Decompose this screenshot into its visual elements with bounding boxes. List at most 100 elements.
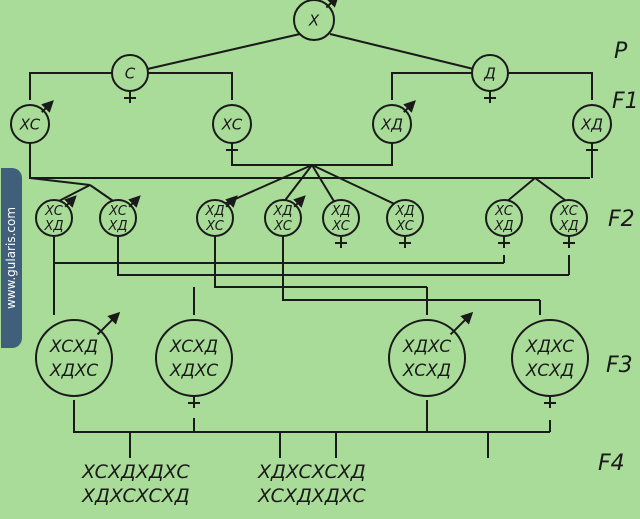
node-label-line-2: XCXД: [402, 361, 451, 381]
connector-line-11: [282, 164, 313, 204]
male-arrow-icon: [403, 100, 416, 113]
male-arrow-icon: [325, 0, 340, 9]
node-label-line-2: XД: [493, 219, 513, 234]
node-label-line-1: XC: [19, 115, 41, 133]
node-f3-1: XCXД XДXC: [35, 311, 121, 397]
connector-line-2: [329, 33, 491, 74]
gen-label-f2: F2: [608, 207, 635, 232]
node-label-line-1: XД: [272, 204, 292, 219]
node-circle: [264, 199, 302, 237]
node-f3-3: XДXC XCXД: [388, 311, 474, 397]
f4-right-genotypes: XДXCXCXД XCXДXДXC: [257, 461, 366, 507]
f4-right-line-1: XДXCXCXД: [257, 461, 366, 483]
gen-label-p: P: [614, 39, 628, 64]
connector-line-16: [89, 184, 117, 204]
connector-line-24: [282, 235, 540, 301]
connection-lines: [29, 33, 593, 458]
node-f2-2: XCXД: [99, 195, 141, 237]
node-f1-1: XC: [10, 100, 54, 144]
node-label-line-2: XДXC: [49, 361, 98, 381]
node-label-line-1: XC: [108, 204, 128, 219]
node-label-line-1: X: [308, 11, 320, 29]
node-f2-5: XДXC: [322, 199, 360, 248]
node-f3-2: XCXД XДXC: [155, 319, 233, 408]
gen-label-f1: F1: [612, 89, 639, 114]
male-arrow-icon: [225, 195, 238, 208]
node-f1-2: XC: [212, 104, 252, 155]
node-label-line-2: XД: [558, 219, 578, 234]
node-circle: [372, 104, 412, 144]
node-label-line-1: XДXC: [402, 337, 451, 357]
f4-left-genotypes: XCXДXДXC XДXCXCXД: [81, 461, 190, 507]
node-label-line-2: XД: [43, 219, 63, 234]
node-f2-8: XCXД: [550, 199, 588, 248]
connector-line-7: [29, 142, 590, 179]
connector-line-10: [214, 164, 313, 209]
node-label-line-1: XД: [580, 115, 603, 133]
node-label-line-1: XCXД: [169, 337, 218, 357]
node-f2-4: XДXC: [264, 195, 306, 237]
male-arrow-icon: [128, 195, 141, 208]
node-label-line-1: Д: [483, 64, 496, 82]
male-arrow-icon: [64, 195, 77, 208]
connector-line-4: [146, 72, 233, 100]
node-label-line-1: C: [125, 64, 136, 82]
node-label-line-2: XД: [107, 219, 127, 234]
node-label-line-2: XCXД: [525, 361, 574, 381]
node-label-line-1: XДXC: [525, 337, 574, 357]
node-f3-4: XДXC XCXД: [511, 319, 589, 408]
node-circle: [10, 104, 50, 144]
connector-line-23: [214, 235, 427, 288]
node-circle: [388, 319, 466, 397]
node-circle: [293, 0, 335, 41]
connector-line-19: [53, 235, 504, 264]
male-arrow-icon: [293, 195, 306, 208]
node-label-line-2: XC: [205, 219, 225, 234]
connector-line-14: [29, 177, 91, 186]
node-label-line-1: XC: [44, 204, 64, 219]
node-p-d: Д: [471, 54, 509, 103]
connector-line-18: [534, 177, 570, 204]
node-f2-6: XДXC: [386, 199, 424, 248]
node-circle: [35, 199, 73, 237]
node-f1-4: XД: [572, 104, 612, 155]
male-arrow-icon: [41, 100, 54, 113]
connector-line-29: [73, 400, 550, 433]
node-circle: [99, 199, 137, 237]
node-label-line-2: XДXC: [169, 361, 218, 381]
node-circle: [511, 319, 589, 397]
node-label-line-1: XC: [559, 204, 579, 219]
node-f2-7: XCXД: [485, 199, 523, 248]
connector-line-12: [311, 164, 336, 204]
gen-label-f3: F3: [606, 353, 633, 378]
connector-line-1: [129, 33, 301, 74]
watermark-tab: www.gularis.com: [1, 168, 22, 348]
node-label-line-2: XC: [395, 219, 415, 234]
node-label-line-2: XC: [273, 219, 293, 234]
f4-left-line-2: XДXCXCXД: [81, 485, 190, 507]
connector-line-21: [117, 235, 569, 276]
connector-line-17: [504, 177, 536, 204]
node-label-line-1: XД: [380, 115, 403, 133]
node-label-line-1: XД: [330, 204, 350, 219]
f4-left-line-1: XCXДXДXC: [81, 461, 190, 483]
node-label-line-1: XCXД: [49, 337, 98, 357]
node-label-line-1: XC: [221, 115, 243, 133]
node-circle: [196, 199, 234, 237]
node-label-line-1: XД: [394, 204, 414, 219]
node-f1-3: XД: [372, 100, 416, 144]
connector-line-13: [311, 164, 404, 209]
connector-line-3: [29, 72, 114, 100]
node-f2-3: XДXC: [196, 195, 238, 237]
connector-line-5: [391, 72, 475, 100]
node-label-line-1: XД: [204, 204, 224, 219]
node-circle: [35, 319, 113, 397]
node-p-c: C: [111, 54, 149, 103]
node-p-x: X: [293, 0, 340, 41]
node-circle: [155, 319, 233, 397]
male-arrow-icon: [96, 311, 121, 336]
node-f2-1: XCXД: [35, 195, 77, 237]
node-label-line-1: XC: [494, 204, 514, 219]
